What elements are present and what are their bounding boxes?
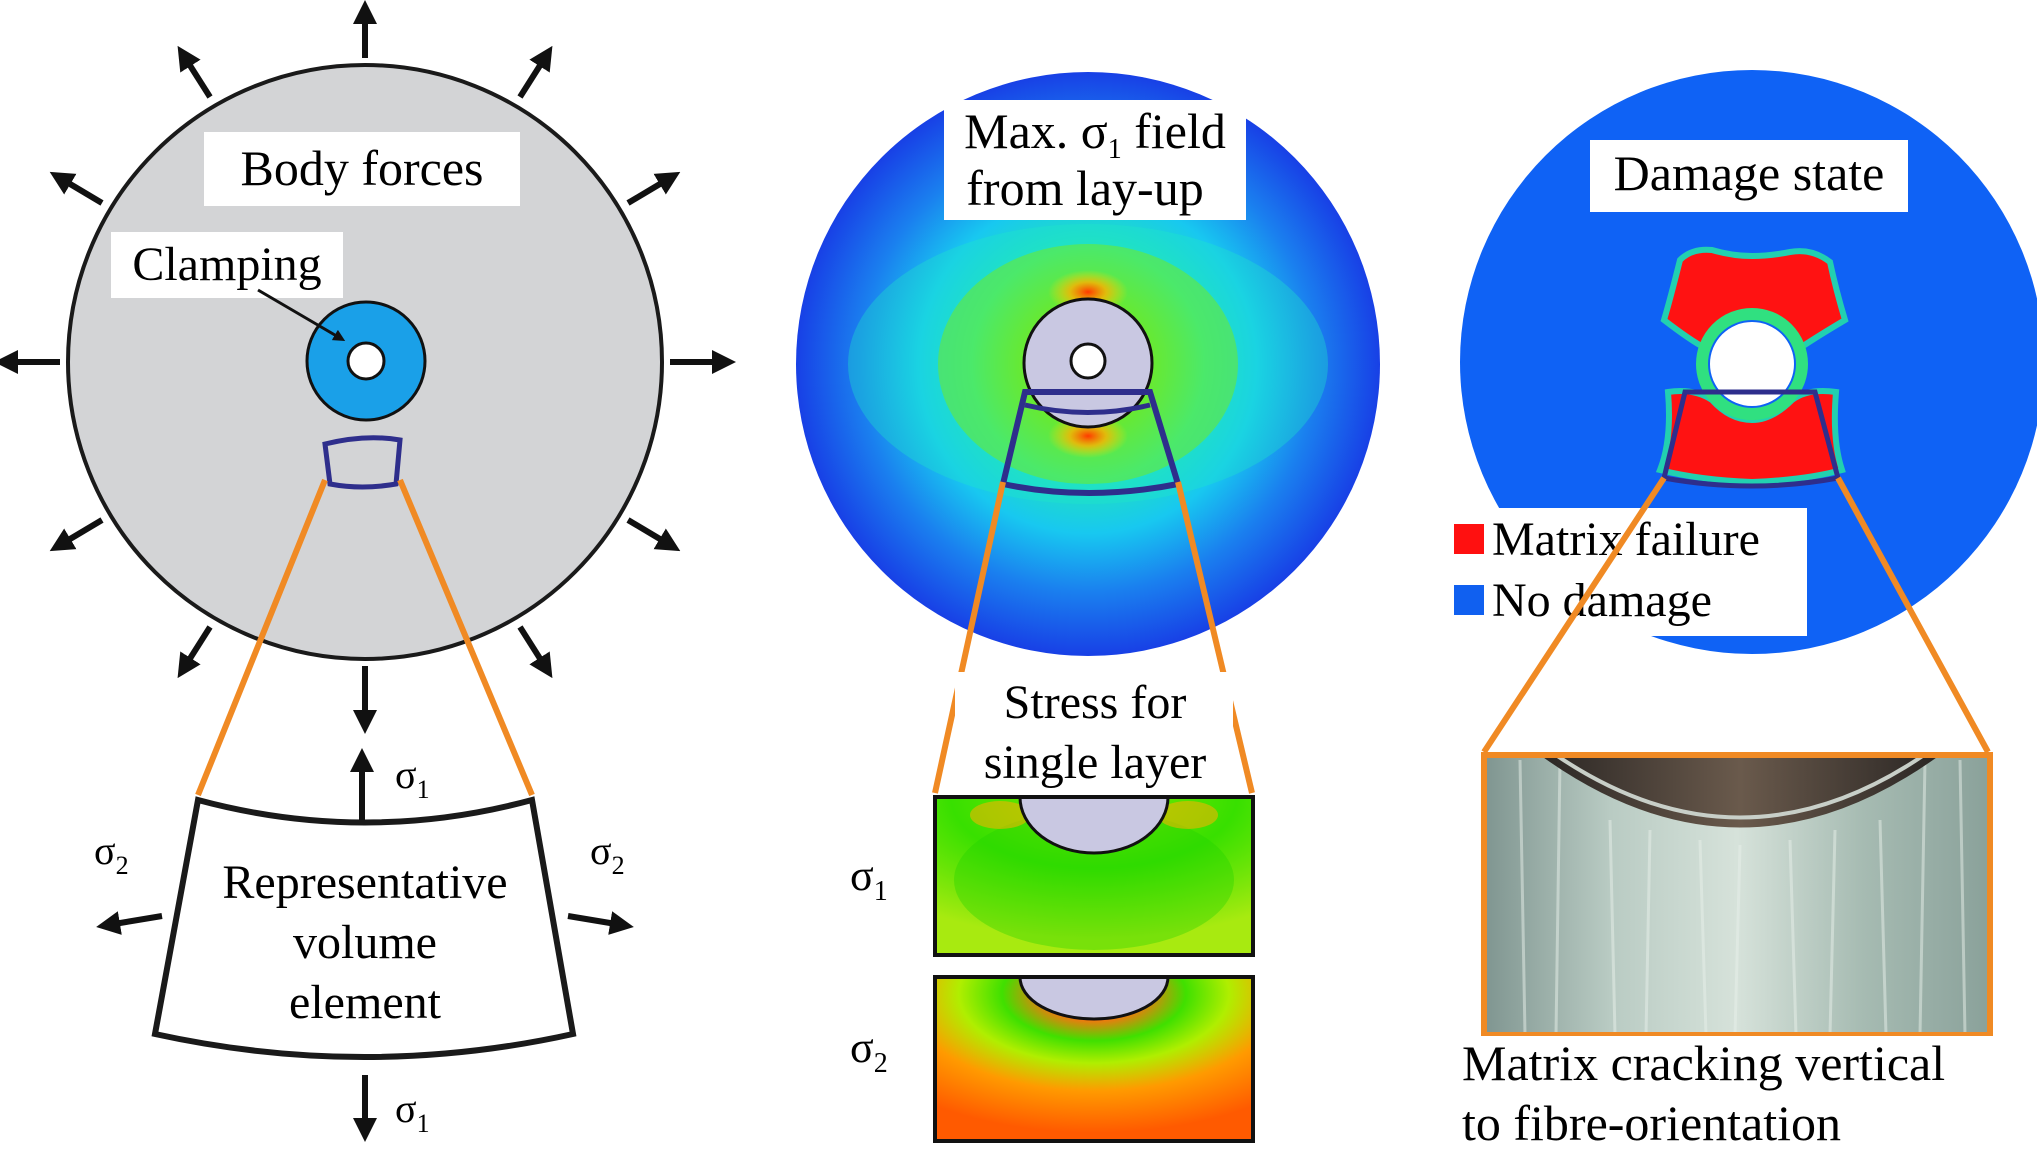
sigma2-arrow	[567, 911, 634, 935]
label-box	[111, 232, 343, 298]
zoom-line	[932, 481, 1006, 794]
sigma2-layer-plot	[933, 975, 1255, 1143]
hub-ring	[1696, 308, 1808, 420]
crack-caption: Matrix cracking vertical	[1462, 1035, 1945, 1091]
zoom-line	[397, 478, 535, 797]
crack-caption: to fibre-orientation	[1462, 1095, 1841, 1151]
sigma1-layer-plot	[933, 795, 1255, 957]
middle-panel: Max. σ1 field from lay-up Stress for sin…	[796, 72, 1380, 1143]
bolt-hole	[346, 341, 386, 381]
label-box	[1590, 140, 1908, 212]
clamping-pointer	[257, 288, 346, 342]
sigma2-right-label: σ2	[590, 828, 625, 880]
left-panel: Body forces Clamping Representative volu…	[0, 0, 736, 1142]
rve-arc	[1024, 402, 1151, 415]
bolt-hole	[1710, 322, 1794, 406]
force-arrow	[517, 625, 553, 679]
label-box	[204, 132, 520, 206]
stress-layer-label: Stress for	[1004, 676, 1187, 729]
force-arrow	[626, 171, 681, 206]
legend-label-no-damage: No damage	[1492, 574, 1712, 627]
body-force-arrows	[0, 0, 736, 734]
rve-marker	[1660, 389, 1842, 489]
rve-label: Representative	[222, 856, 507, 909]
body-forces-label: Body forces	[241, 140, 484, 196]
zoom-line	[1481, 476, 1667, 754]
zoom-line	[195, 478, 328, 797]
force-arrow	[49, 171, 104, 206]
force-arrow	[177, 625, 213, 679]
stress-field-title: from lay-up	[966, 160, 1203, 216]
stress-field-title: Max. σ1 field	[964, 103, 1226, 165]
crack-photo	[1481, 752, 1993, 1038]
legend-swatch-matrix-failure	[1454, 524, 1484, 554]
force-arrow	[517, 45, 553, 99]
damage-state-title: Damage state	[1614, 145, 1885, 201]
force-arrow	[177, 45, 213, 99]
legend-box	[1445, 508, 1807, 636]
sigma1-row-label: σ1	[850, 851, 888, 907]
zoom-line	[1835, 476, 1991, 754]
force-arrow	[49, 517, 104, 552]
rve-label: element	[289, 976, 442, 1029]
rve-element	[151, 796, 577, 1060]
clamping-label: Clamping	[132, 238, 321, 291]
sigma1-bottom-label: σ1	[395, 1086, 430, 1138]
sigma2-arrow	[96, 911, 163, 935]
right-panel: Damage state Matrix failure No damage	[1445, 70, 2037, 1151]
legend: Matrix failure No damage	[1445, 508, 1807, 636]
label-box	[1460, 1036, 2020, 1148]
sigma2-left-label: σ2	[94, 828, 129, 880]
bolt-hole	[1069, 342, 1107, 380]
rve-marker	[322, 435, 403, 490]
rve-label: volume	[293, 916, 437, 969]
sigma2-row-label: σ2	[850, 1023, 888, 1079]
label-box	[955, 672, 1233, 788]
legend-swatch-no-damage	[1454, 585, 1484, 615]
stress-layer-label: single layer	[984, 736, 1207, 789]
sigma1-top-label: σ1	[395, 752, 430, 804]
force-arrow	[626, 517, 681, 552]
zoom-line	[1175, 481, 1255, 794]
label-box	[944, 100, 1246, 220]
matrix-failure-zone-top	[1660, 246, 1849, 353]
